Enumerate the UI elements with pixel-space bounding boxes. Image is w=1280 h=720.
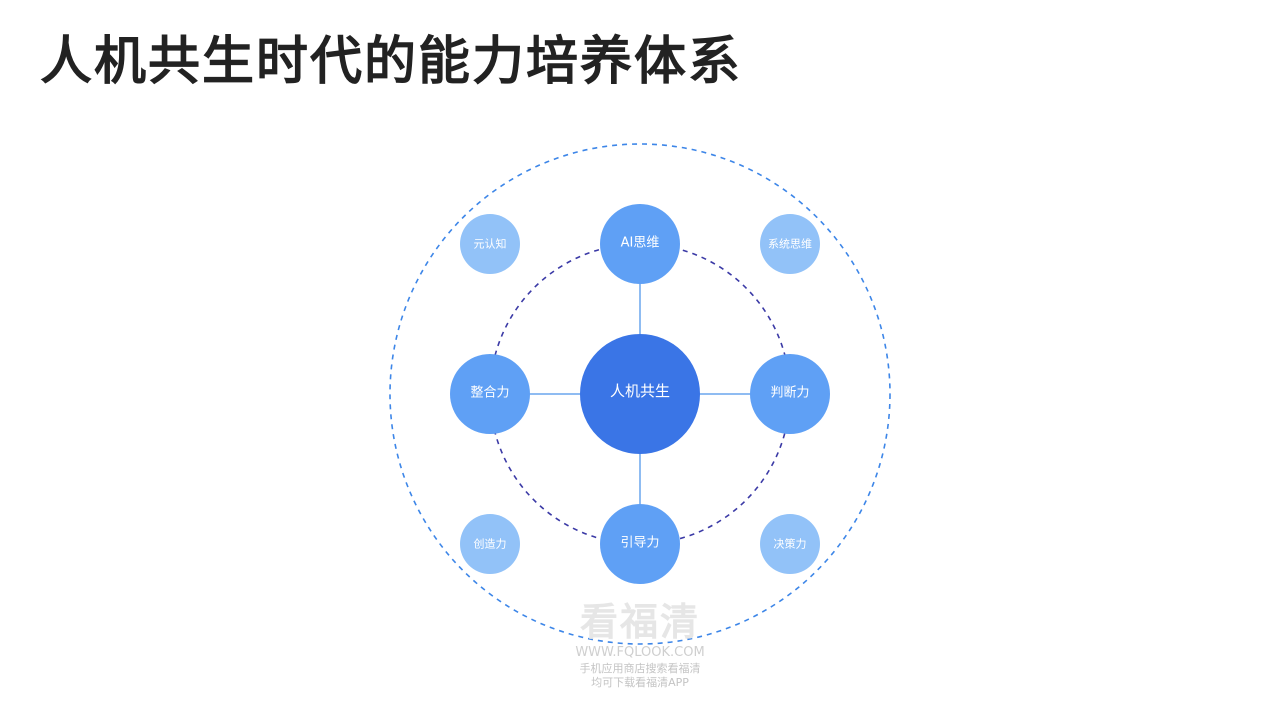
node-label: 元认知 (474, 237, 507, 251)
node-label: 创造力 (474, 537, 507, 551)
watermark-logo: 看福清 (579, 600, 700, 644)
outer-ring (389, 143, 891, 645)
node-primary-bottom: 引导力 (600, 504, 680, 584)
node-primary-right: 判断力 (750, 354, 830, 434)
node-secondary-bottom-left: 创造力 (460, 514, 520, 574)
node-center: 人机共生 (580, 334, 700, 454)
page-title: 人机共生时代的能力培养体系 (40, 32, 743, 92)
node-secondary-top-left: 元认知 (460, 214, 520, 274)
watermark-line-2: 均可下载看福清APP (591, 676, 689, 689)
node-label: 系统思维 (768, 238, 812, 251)
node-primary-left: 整合力 (450, 354, 530, 434)
node-primary-top: AI思维 (600, 204, 680, 284)
node-center-label: 人机共生 (610, 382, 670, 400)
watermark: 看福清 WWW.FQLOOK.COM 手机应用商店搜索看福清 均可下载看福清AP… (540, 600, 740, 690)
watermark-line-1: 手机应用商店搜索看福清 (579, 662, 701, 675)
node-secondary-bottom-right: 决策力 (760, 514, 820, 574)
node-label: 整合力 (470, 386, 509, 401)
watermark-url: WWW.FQLOOK.COM (575, 645, 705, 660)
node-label: AI思维 (621, 236, 660, 251)
node-label: 决策力 (774, 537, 807, 551)
node-secondary-top-right: 系统思维 (760, 214, 820, 274)
node-label: 判断力 (770, 386, 809, 401)
node-label: 引导力 (620, 536, 659, 551)
